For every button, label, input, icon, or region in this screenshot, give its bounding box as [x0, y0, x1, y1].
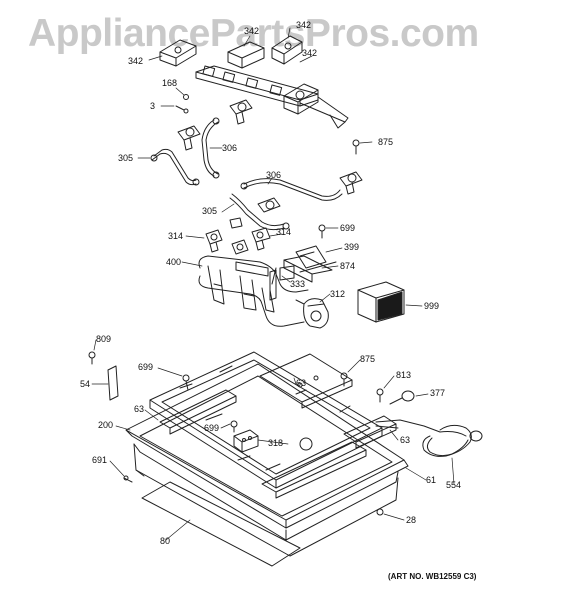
valve-right-upper: [339, 171, 363, 195]
art-number: (ART NO. WB12559 C3): [388, 572, 477, 581]
callout-400: 400: [166, 257, 182, 267]
screw-691: [123, 475, 133, 483]
tube-306-left: [201, 117, 220, 179]
screw-699-left: [182, 374, 190, 391]
valve-left-upper: [177, 125, 201, 151]
manifold-400: [198, 255, 309, 327]
callout-875-bottom: 875: [360, 354, 376, 364]
spark-module-318: [233, 429, 259, 453]
callout-314-left: 314: [168, 231, 184, 241]
screw-875-top: [352, 139, 360, 155]
callout-168: 168: [162, 78, 178, 88]
power-cord-554: [422, 424, 483, 457]
callout-305-left: 305: [118, 153, 134, 163]
cross-bar-63-right: [343, 415, 397, 449]
callout-399: 399: [344, 242, 360, 252]
callout-80: 80: [160, 536, 171, 546]
screw-168: [183, 94, 189, 100]
cross-bar-63-left: [159, 389, 237, 435]
callout-874: 874: [340, 261, 356, 271]
callout-377: 377: [430, 388, 446, 398]
callout-999: 999: [424, 301, 440, 311]
callout-63-left: 63: [134, 404, 145, 414]
screw-28: [376, 508, 384, 516]
callout-809: 809: [96, 334, 112, 344]
callout-312: 312: [330, 289, 346, 299]
valve-center: [229, 217, 249, 255]
screw-3: [175, 105, 189, 114]
screw-699-top: [318, 224, 326, 239]
callout-305-mid: 305: [202, 206, 218, 216]
screw-875-bottom: [340, 372, 348, 387]
callout-875-top: 875: [378, 137, 394, 147]
cross-bar-63-rear: [259, 353, 353, 409]
callout-61: 61: [426, 475, 437, 485]
screw-699-center: [230, 420, 238, 433]
callout-333: 333: [290, 279, 306, 289]
callout-699-top: 699: [340, 223, 356, 233]
center-cutout: [205, 413, 313, 471]
callout-54: 54: [80, 379, 91, 389]
bracket-342-front: [283, 83, 319, 115]
callout-306-left: 306: [222, 143, 238, 153]
tube-305-left: [150, 148, 200, 186]
callout-699-left: 699: [138, 362, 154, 372]
cord-377: [389, 390, 415, 405]
leader-lines: [91, 27, 455, 541]
bracket-342-left: [159, 39, 197, 67]
callout-3: 3: [150, 101, 156, 111]
module-999: [357, 281, 405, 323]
callout-342-mid: 342: [244, 26, 260, 36]
regulator-312: [295, 298, 329, 329]
callout-63-right: 63: [400, 435, 411, 445]
callout-28: 28: [406, 515, 417, 525]
bracket-54: [107, 365, 119, 401]
callout-554: 554: [446, 480, 462, 490]
callout-314-right: 314: [276, 227, 292, 237]
tube-305-mid: [229, 193, 290, 231]
callout-200: 200: [98, 420, 114, 430]
callout-318: 318: [268, 438, 284, 448]
manifold-pipe-center: [235, 245, 327, 277]
callout-342-right: 342: [302, 48, 318, 58]
valve-mid-upper: [229, 99, 253, 125]
callout-699-center: 699: [204, 423, 220, 433]
bracket-342-mid: [227, 41, 265, 69]
screw-813: [376, 388, 384, 403]
callout-342-left: 342: [128, 56, 144, 66]
callout-306-right: 306: [266, 170, 282, 180]
front-bar: [261, 441, 367, 499]
callout-342-top: 342: [296, 20, 312, 30]
screw-809: [88, 351, 96, 365]
tube-306-right: [240, 178, 343, 201]
top-frame: [149, 351, 383, 489]
burner-box-200: [125, 363, 409, 557]
watermark: AppliancePartsPros.com: [28, 12, 479, 55]
bracket-342-right: [271, 35, 303, 65]
callout-691: 691: [92, 455, 108, 465]
bracket-333: [269, 269, 277, 301]
wire-harness: [375, 419, 467, 437]
valve-right-mid: [257, 197, 281, 213]
callout-813: 813: [396, 370, 412, 380]
valve-314-left: [205, 229, 223, 253]
bracket-399: [283, 255, 333, 283]
insulation-80: [141, 481, 301, 567]
valve-314-right: [251, 227, 271, 251]
callout-63-rear: 63: [296, 378, 307, 388]
manifold-rail-assembly: [195, 65, 349, 129]
